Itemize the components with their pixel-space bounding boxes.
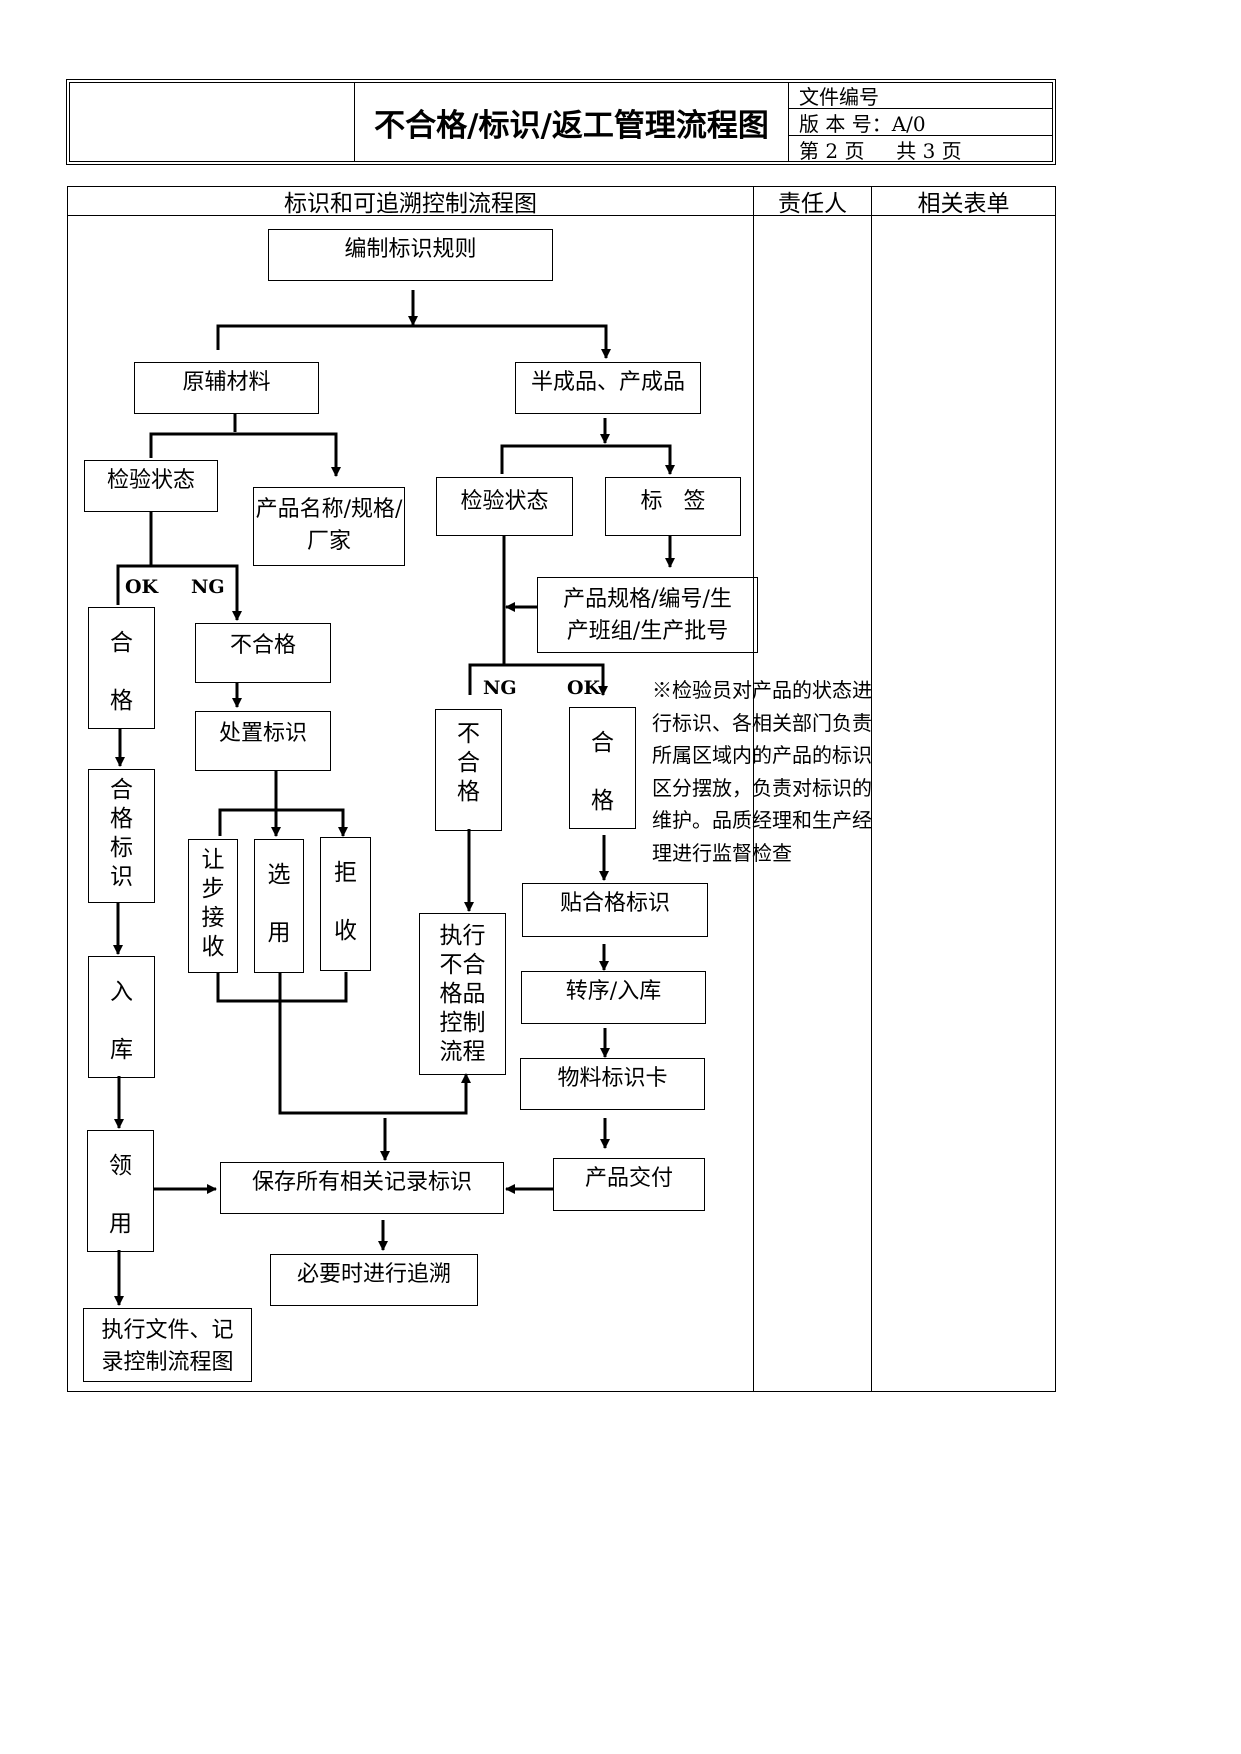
char: 用: [267, 920, 291, 946]
label-ng-right: NG: [483, 677, 517, 699]
node-warehouse-in: 入 库: [88, 956, 155, 1078]
connector: [468, 663, 608, 696]
node-execute-nonconforming-control: 执行 不合 格品 控制 流程: [419, 913, 506, 1075]
line: 控制: [439, 1010, 486, 1036]
connector: [500, 444, 675, 475]
connector: [116, 564, 242, 621]
char: 合: [110, 630, 133, 656]
char: 接: [201, 905, 225, 931]
node-keep-all-records: 保存所有相关记录标识: [220, 1162, 504, 1214]
page-cell: 第 2 页 共 3 页: [799, 138, 962, 163]
char: 格: [457, 779, 480, 805]
main-table-col-line-2: [871, 186, 872, 1392]
node-nonconforming-right: 不 合 格: [435, 709, 502, 831]
connector: [216, 972, 348, 1003]
node-compile-identification-rules: 编制标识规则: [268, 229, 553, 281]
node-inspection-status-right: 检验状态: [436, 477, 573, 536]
node-product-spec-batch: 产品规格/编号/生产班组/生产批号: [537, 577, 758, 653]
column-header-forms: 相关表单: [917, 191, 1010, 217]
main-table-border: [67, 186, 1056, 1392]
column-header-flow: 标识和可追溯控制流程图: [284, 191, 537, 217]
node-execute-document-control: 执行文件、记录控制流程图: [83, 1308, 252, 1382]
node-inspection-status-left: 检验状态: [84, 460, 218, 512]
label-ng-left: NG: [191, 576, 225, 598]
label-ok-left: OK: [125, 576, 159, 598]
node-qualified-mark: 合 格 标 识: [88, 769, 155, 903]
char: 用: [109, 1211, 132, 1237]
char: 格: [110, 806, 133, 832]
connector: [218, 808, 348, 837]
line: 执行: [439, 923, 486, 949]
char: 不: [457, 721, 480, 747]
node-qualified-right: 合 格: [569, 707, 636, 829]
node-disposition-mark: 处置标识: [195, 711, 331, 771]
version-cell: 版 本 号：A/0: [799, 111, 926, 136]
connector: [278, 972, 471, 1115]
node-reject: 拒 收: [320, 837, 371, 971]
node-product-name-spec-maker: 产品名称/规格/厂家: [253, 487, 405, 566]
char: 拒: [334, 860, 357, 886]
char: 标: [110, 835, 133, 861]
header-inner-border: [69, 82, 1053, 162]
node-qualified-left: 合 格: [88, 607, 155, 729]
column-header-owner: 责任人: [778, 191, 847, 217]
char: 收: [334, 918, 357, 944]
line: 不合: [439, 952, 486, 978]
node-product-delivery: 产品交付: [553, 1158, 705, 1211]
node-semi-and-finished-products: 半成品、产成品: [515, 362, 701, 414]
responsibility-note: ※检验员对产品的状态进行标识、各相关部门负责所属区域内的产品的标识区分摆放，负责…: [652, 678, 872, 865]
node-label: 标 签: [605, 477, 741, 536]
header-outer-border: [66, 79, 1056, 165]
node-requisition: 领 用: [87, 1130, 154, 1252]
char: 格: [591, 788, 614, 814]
char: 领: [109, 1153, 132, 1179]
node-material-id-card: 物料标识卡: [520, 1058, 705, 1110]
char: 合: [457, 750, 480, 776]
node-transfer-warehouse: 转序/入库: [521, 971, 706, 1024]
connector: [149, 432, 341, 477]
char: 库: [110, 1037, 133, 1063]
char: 合: [591, 730, 614, 756]
label-ok-right: OK: [567, 677, 601, 699]
header-divider-1: [354, 82, 355, 162]
char: 让: [201, 847, 225, 873]
document-title: 不合格/标识/返工管理流程图: [374, 107, 769, 144]
main-table-header-line: [67, 215, 1056, 216]
node-select-use: 选 用: [254, 839, 304, 973]
char: 收: [201, 934, 225, 960]
char: 格: [110, 688, 133, 714]
line: 流程: [439, 1039, 486, 1065]
node-nonconforming-left: 不合格: [195, 623, 331, 683]
header-row-line-1: [788, 108, 1053, 109]
main-table-col-line-1: [753, 186, 754, 1392]
header-divider-2: [788, 82, 789, 162]
node-raw-materials: 原辅材料: [134, 362, 319, 414]
char: 识: [110, 864, 133, 890]
node-trace-when-necessary: 必要时进行追溯: [270, 1254, 478, 1306]
header-row-line-2: [788, 135, 1053, 136]
connector: [216, 324, 611, 359]
node-attach-qualified-mark: 贴合格标识: [522, 883, 708, 937]
char: 选: [267, 862, 291, 888]
char: 步: [201, 876, 225, 902]
char: 入: [110, 979, 133, 1005]
node-concession-accept: 让 步 接 收: [188, 839, 238, 973]
char: 合: [110, 777, 133, 803]
line: 格品: [439, 981, 486, 1007]
doc-no-cell: 文件编号: [799, 84, 879, 109]
